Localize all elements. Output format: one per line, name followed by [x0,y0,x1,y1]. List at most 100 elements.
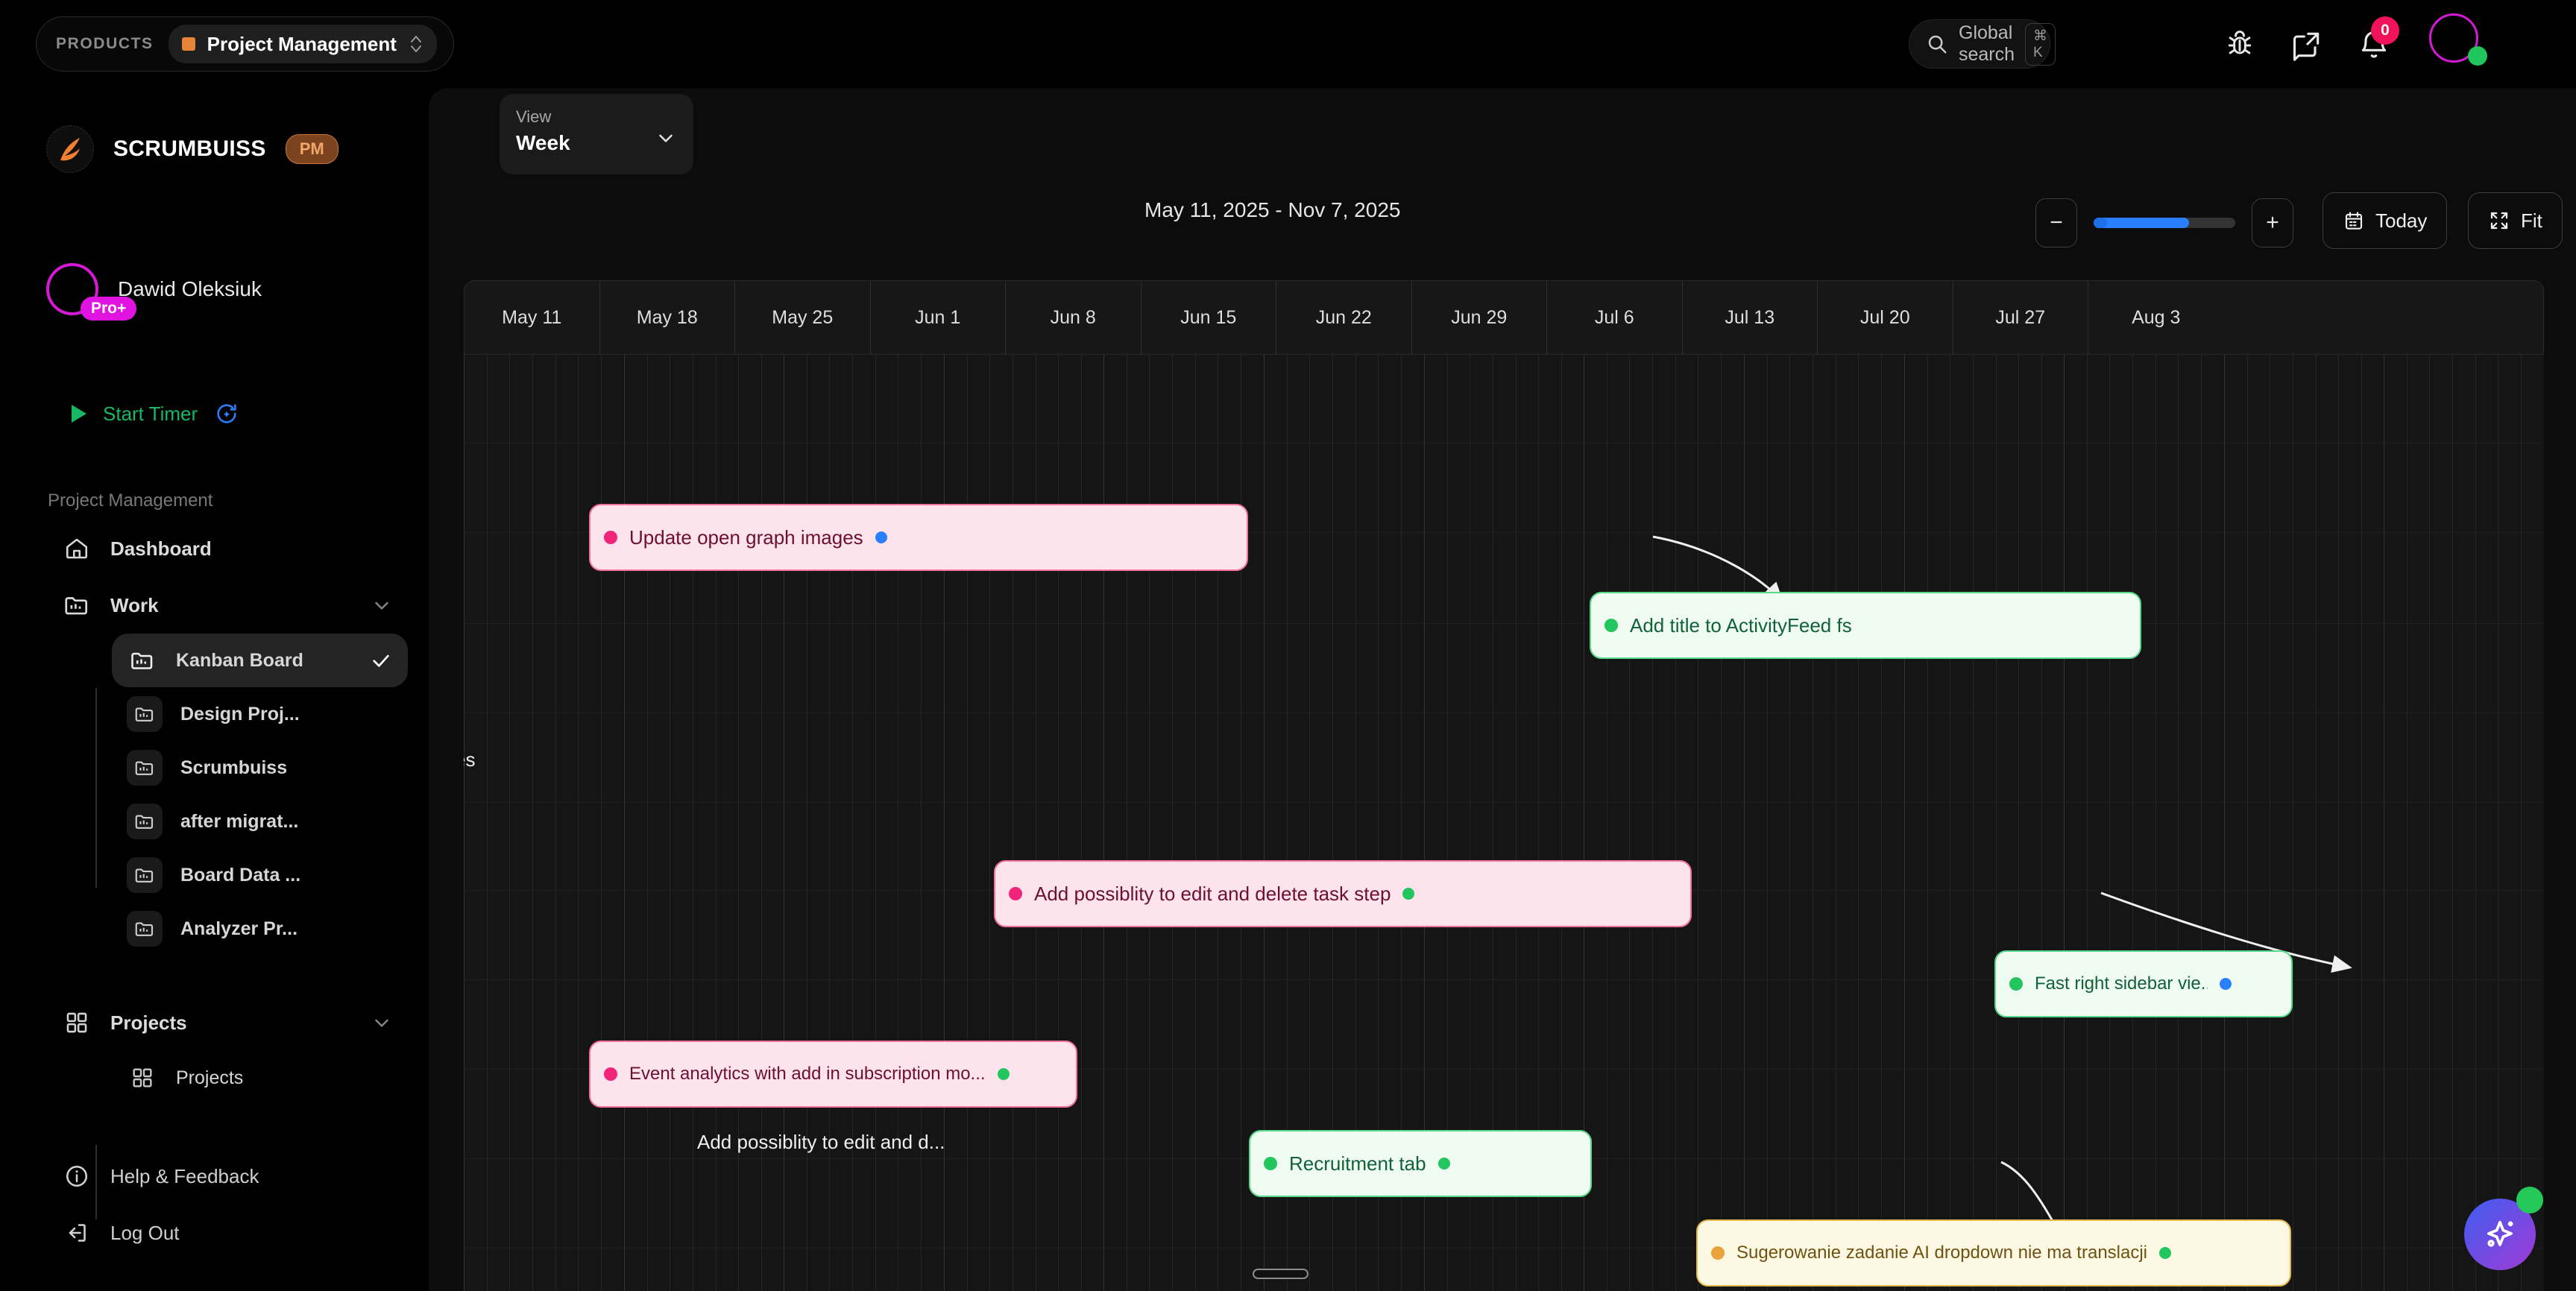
timeline-column-header[interactable]: May 18 [600,281,735,354]
sidebar-item-label: Help & Feedback [110,1164,259,1187]
zoom-slider[interactable] [2094,218,2235,228]
brand-badge: PM [285,134,338,164]
timeline-column-header[interactable]: Aug 3 [2132,306,2181,328]
folder-icon [127,645,158,676]
task-assignee-avatar[interactable] [2242,1236,2276,1270]
task-ghost-label: Add possiblity to edit and d... [697,1131,945,1153]
sidebar-item-analyzer-pr[interactable]: Analyzer Pr... [112,902,408,956]
timeline-header: May 11 May 18 May 25 Jun 1 Jun 8 Jun 15 … [464,280,2544,355]
product-color-icon [181,37,195,51]
timeline-column-header[interactable]: Jul 20 [1818,281,1953,354]
avatar[interactable] [2429,13,2478,63]
date-range-label: May 11, 2025 - Nov 7, 2025 [1144,198,1401,221]
gantt-grid[interactable]: es Add title to ActivityFeed fs Add poss… [464,355,2544,1291]
zoom-in-button[interactable]: + [2252,198,2293,247]
sidebar-item-help-feedback[interactable]: Help & Feedback [46,1148,408,1205]
task-bar[interactable]: Fast right sidebar vie... [1994,950,2293,1017]
refresh-timer-icon[interactable] [214,401,239,426]
view-select-value: Week [516,131,570,154]
sidebar-item-board-data[interactable]: Board Data ... [112,848,408,902]
zoom-slider-knob[interactable] [2094,218,2107,228]
task-status-dot [2009,977,2023,991]
task-assignee-avatar[interactable] [1199,520,1233,555]
view-select-label: View [516,107,552,126]
task-title: Fast right sidebar vie... [2035,973,2208,994]
task-flag-dot [1437,1158,1450,1170]
view-select[interactable]: View Week [500,94,693,174]
sidebar-item-after-migrat[interactable]: after migrat... [112,795,408,848]
sidebar-item-dashboard[interactable]: Dashboard [46,520,408,577]
share-icon[interactable] [2290,28,2323,61]
task-assignee-avatar[interactable] [2243,967,2278,1001]
task-bar[interactable]: Recruitment tab [1249,1130,1592,1197]
product-name: Project Management [207,32,397,55]
sidebar-item-label: Design Proj... [180,703,300,725]
task-bar[interactable]: Sugerowanie zadanie AI dropdown nie ma t… [1696,1219,2291,1287]
sidebar-item-label: Projects [176,1067,244,1088]
sidebar-item-label: Log Out [110,1221,180,1244]
sidebar-group-projects[interactable]: Projects [46,994,408,1051]
task-assignee-avatar[interactable] [1643,877,1677,911]
zoom-out-button[interactable]: − [2035,198,2077,247]
calendar-icon [2343,209,2365,232]
nav-rail [95,1145,97,1219]
brand[interactable]: SCRUMBUISS PM [46,125,338,173]
sidebar-item-kanban-board[interactable]: Kanban Board [112,634,408,687]
sidebar-item-projects[interactable]: Projects [112,1051,408,1105]
sidebar-item-label: Analyzer Pr... [180,918,298,939]
logout-icon [61,1217,92,1249]
fit-button[interactable]: Fit [2468,192,2563,249]
task-title: Add possiblity to edit and delete task s… [1034,882,1391,905]
sidebar-item-label: Dashboard [110,537,212,560]
folder-icon [127,750,163,786]
start-timer-button[interactable]: Start Timer [72,401,239,426]
timeline-column-header[interactable]: Jul 6 [1547,281,1683,354]
grid-icon [61,1007,92,1038]
product-pill[interactable]: Project Management [168,25,437,63]
sidebar-item-log-out[interactable]: Log Out [46,1205,408,1261]
timeline-column-header[interactable]: Jun 29 [1412,281,1547,354]
today-button[interactable]: Today [2323,192,2448,249]
timeline-column-header[interactable]: Jul 13 [1683,281,1818,354]
sidebar-item-scrumbuiss[interactable]: Scrumbuiss [112,741,408,795]
task-bar[interactable]: Event analytics with add in subscription… [589,1041,1077,1108]
task-bar[interactable]: Add possiblity to edit and delete task s… [994,860,1692,927]
timeline-column-header[interactable]: Jun 1 [871,281,1006,354]
sidebar-item-label: Work [110,593,159,616]
sidebar-section-label: Project Management [48,490,213,511]
user-block[interactable]: Dawid Oleksiuk [46,263,262,315]
product-switcher[interactable]: PRODUCTS Project Management [36,16,454,72]
task-flag-dot [997,1068,1010,1080]
folder-icon [127,857,163,893]
task-assignee-avatar[interactable] [2092,608,2126,643]
sidebar-item-label: Kanban Board [176,649,303,671]
task-status-dot [1711,1246,1725,1260]
sidebar-item-label: Scrumbuiss [180,757,288,778]
timeline-column-header[interactable]: Jul 27 [1953,281,2088,354]
bug-icon[interactable] [2223,28,2256,61]
check-icon [369,648,393,672]
task-status-dot [1264,1157,1277,1170]
chevron-down-icon[interactable] [371,594,393,616]
timeline-column-header[interactable]: Jun 8 [1006,281,1141,354]
sidebar-item-design-proj[interactable]: Design Proj... [112,687,408,741]
timeline-column-header[interactable]: May 25 [735,281,871,354]
task-bar[interactable]: Update open graph images [589,504,1248,571]
chevron-down-icon[interactable] [371,1011,393,1034]
folder-icon [127,804,163,839]
zoom-slider-fill [2094,218,2189,228]
sidebar-group-work[interactable]: Work [46,577,408,634]
global-search-input[interactable]: Global search ⌘ K [1909,19,2056,69]
horizontal-scrollbar[interactable] [1253,1269,1309,1279]
brand-logo-icon [46,125,94,173]
task-bar[interactable]: Add title to ActivityFeed fs [1590,592,2141,659]
search-icon [1926,33,1948,55]
notification-badge: 0 [2371,16,2399,45]
task-assignee-avatar[interactable] [1028,1057,1062,1091]
timeline-column-header[interactable]: Jun 15 [1141,281,1276,354]
timeline-column-header[interactable]: May 11 [465,281,600,354]
task-edge-label: es [464,748,476,771]
timeline-column-header[interactable]: Jun 22 [1276,281,1412,354]
user-avatar [46,263,98,315]
